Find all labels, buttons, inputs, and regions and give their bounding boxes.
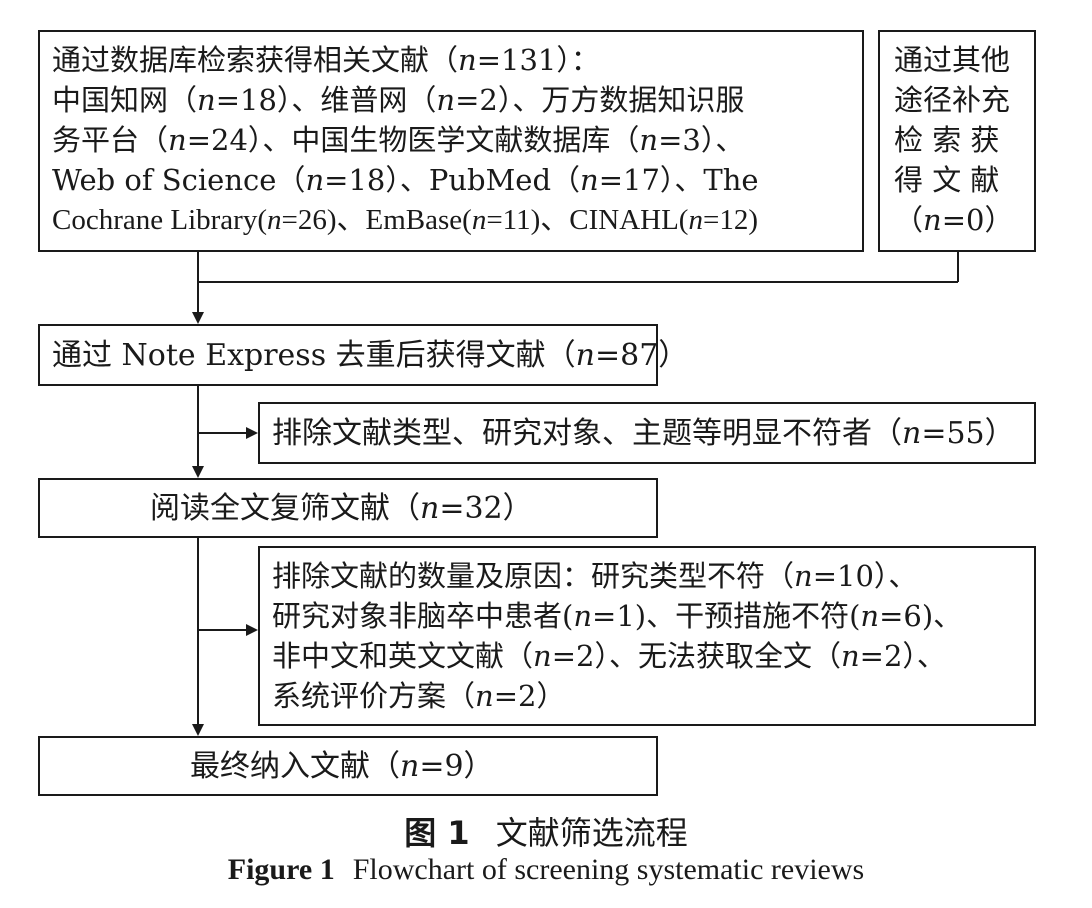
search-line-5: Cochrane Library(n=26)、EmBase(n=11)、CINA…: [52, 204, 758, 236]
figure-label-en: Figure 1: [227, 853, 335, 886]
other-line-2: 途径补充: [894, 83, 1011, 117]
deduplication-text: 通过 Note Express 去重后获得文献（n=87）: [52, 338, 689, 373]
other-line-4: 得 文 献: [894, 163, 1000, 197]
final-included-text: 最终纳入文献（n=9）: [190, 749, 494, 784]
search-line-2: 中国知网（n=18）、维普网（n=2）、万方数据知识服: [52, 83, 745, 117]
search-line-1: 通过数据库检索获得相关文献（n=131）：: [52, 43, 600, 77]
exclusion-1-text: 排除文献类型、研究对象、主题等明显不符者（n=55）: [272, 416, 1015, 451]
final-included-box: 最终纳入文献（n=9）: [38, 736, 658, 796]
other-line-5: （n=0）: [894, 203, 1014, 237]
fulltext-screening-box: 阅读全文复筛文献（n=32）: [38, 478, 658, 538]
exclusion-2-line-1: 排除文献的数量及原因：研究类型不符（n=10）、: [272, 559, 918, 593]
exclusion-2-line-4: 系统评价方案（n=2）: [272, 679, 566, 713]
search-line-4: Web of Science（n=18）、PubMed（n=17）、The: [52, 163, 759, 197]
exclusion-2-line-3: 非中文和英文文献（n=2）、无法获取全文（n=2）、: [272, 639, 946, 673]
fulltext-screening-text: 阅读全文复筛文献（n=32）: [150, 491, 533, 526]
figure-title-en: Flowchart of screening systematic review…: [352, 853, 865, 886]
deduplication-box: 通过 Note Express 去重后获得文献（n=87）: [38, 324, 688, 386]
figure-caption-en: Figure 1 Flowchart of screening systemati…: [0, 853, 1092, 887]
other-line-1: 通过其他: [894, 43, 1011, 77]
other-sources-box: 通过其他 途径补充 检 索 获 得 文 献 （n=0）: [878, 30, 1036, 252]
exclusion-box-1: 排除文献类型、研究对象、主题等明显不符者（n=55）: [258, 402, 1036, 464]
figure-caption-cn: 图 1 文献筛选流程: [0, 808, 1092, 854]
search-results-box: 通过数据库检索获得相关文献（n=131）： 中国知网（n=18）、维普网（n=2…: [38, 30, 864, 252]
exclusion-box-2: 排除文献的数量及原因：研究类型不符（n=10）、 研究对象非脑卒中患者(n=1)…: [258, 546, 1036, 726]
figure-label-cn: 图 1: [404, 814, 470, 852]
exclusion-2-line-2: 研究对象非脑卒中患者(n=1)、干预措施不符(n=6)、: [272, 599, 963, 633]
other-line-3: 检 索 获: [894, 123, 1000, 157]
search-line-3: 务平台（n=24）、中国生物医学文献数据库（n=3）、: [52, 123, 745, 157]
figure-title-cn: 文献筛选流程: [495, 814, 688, 852]
